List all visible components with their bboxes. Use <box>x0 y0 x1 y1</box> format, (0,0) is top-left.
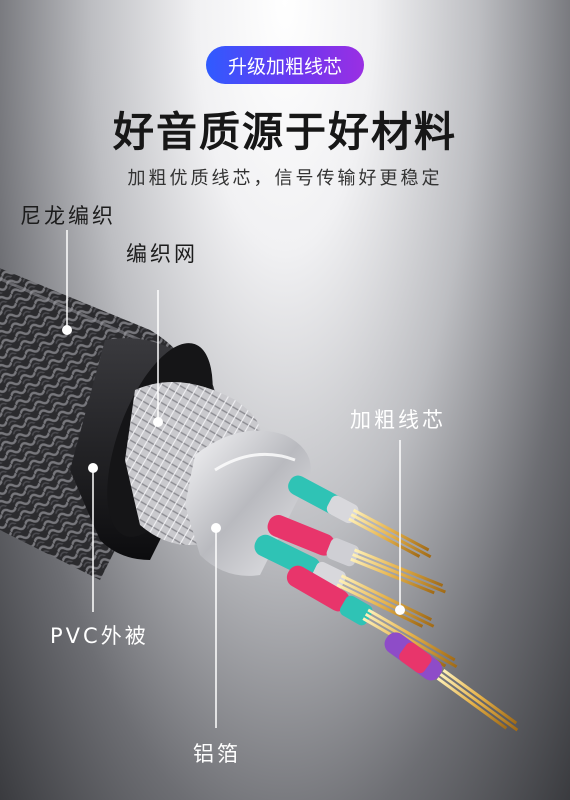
headline: 好音质源于好材料 <box>113 108 457 156</box>
callout-thick-core: 加粗线芯 <box>350 408 446 432</box>
subheadline: 加粗优质线芯，信号传输好更稳定 <box>127 168 443 189</box>
callout-aluminum-foil: 铝箔 <box>193 742 241 766</box>
inner-wire-bundle <box>254 475 519 732</box>
callout-pvc-jacket: PVC外被 <box>50 624 149 648</box>
upgrade-badge: 升级加粗线芯 <box>206 46 364 84</box>
callout-braided-mesh: 编织网 <box>126 242 198 266</box>
callout-lines <box>62 230 405 728</box>
callout-nylon-braid: 尼龙编织 <box>20 204 116 228</box>
